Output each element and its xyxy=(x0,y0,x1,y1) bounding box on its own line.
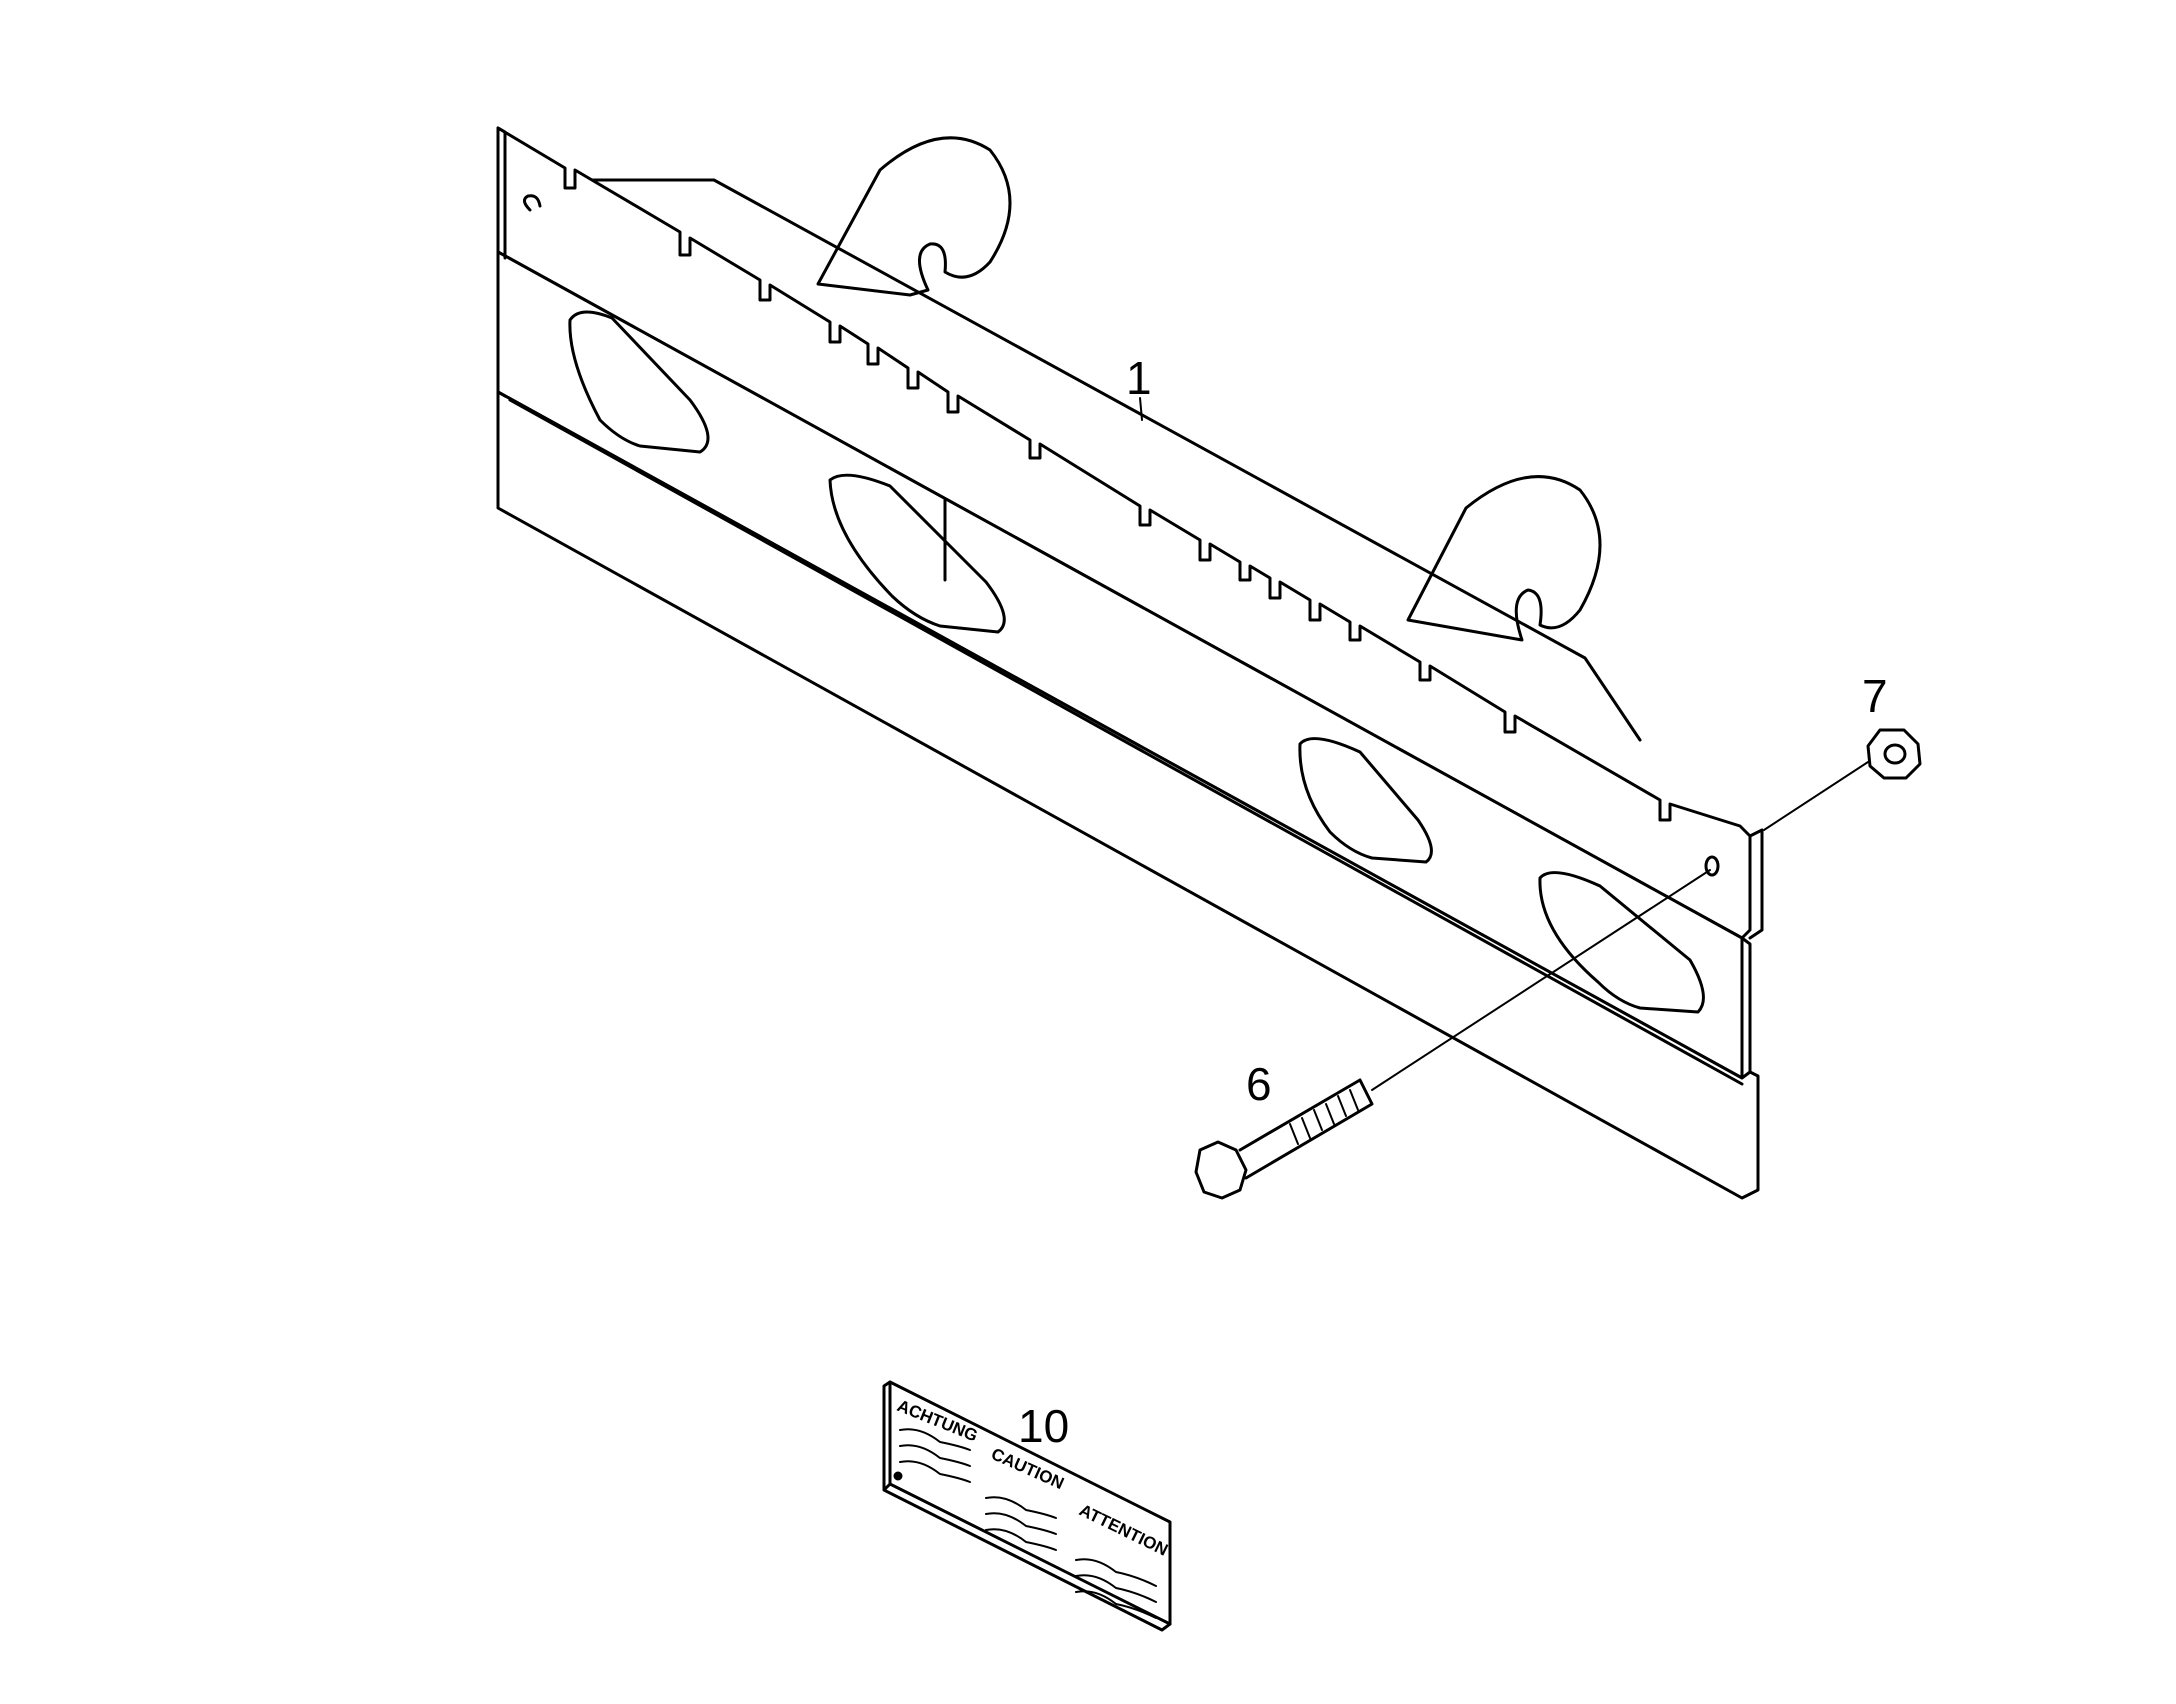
back-plate-edge xyxy=(588,178,1642,742)
lower-plate xyxy=(496,390,1760,1200)
lower-plate-edge xyxy=(508,398,1744,1086)
web-slot-3 xyxy=(1298,737,1433,864)
bolt-head xyxy=(1194,1140,1248,1200)
frame-right-end xyxy=(1740,828,1764,1074)
warning-label xyxy=(882,1380,1172,1632)
warning-label-text-lines xyxy=(899,1428,1157,1619)
right-bolt-hole xyxy=(1704,855,1720,877)
right-hook-plate xyxy=(1406,475,1602,642)
bolt-shank xyxy=(1238,1078,1374,1180)
left-bolt-hole xyxy=(523,194,542,212)
frame-left-end xyxy=(496,126,507,398)
callout-10: 10 xyxy=(1018,1400,1069,1452)
bolt-thread xyxy=(1289,1089,1359,1145)
nut-leader xyxy=(1763,761,1869,831)
bolt xyxy=(1194,869,1711,1200)
web-slot-2 xyxy=(828,473,1006,634)
warning-label-mark xyxy=(893,1471,903,1481)
bolt-leader xyxy=(1371,869,1711,1091)
top-flange xyxy=(496,126,1752,940)
attachment-frame xyxy=(496,126,1764,1200)
callout-7: 7 xyxy=(1862,670,1888,722)
web-slot-1 xyxy=(568,310,710,454)
web-slot-4 xyxy=(1538,871,1705,1014)
callout-6: 6 xyxy=(1246,1058,1272,1110)
callout-1: 1 xyxy=(1126,352,1152,404)
left-hook-plate xyxy=(816,136,1012,297)
middle-web xyxy=(496,250,1744,1080)
nut-hole xyxy=(1883,743,1907,765)
callout-1-leader xyxy=(1139,397,1143,421)
warning-label-edge xyxy=(882,1380,1172,1632)
nut-body xyxy=(1866,728,1922,780)
nut xyxy=(1763,728,1922,831)
